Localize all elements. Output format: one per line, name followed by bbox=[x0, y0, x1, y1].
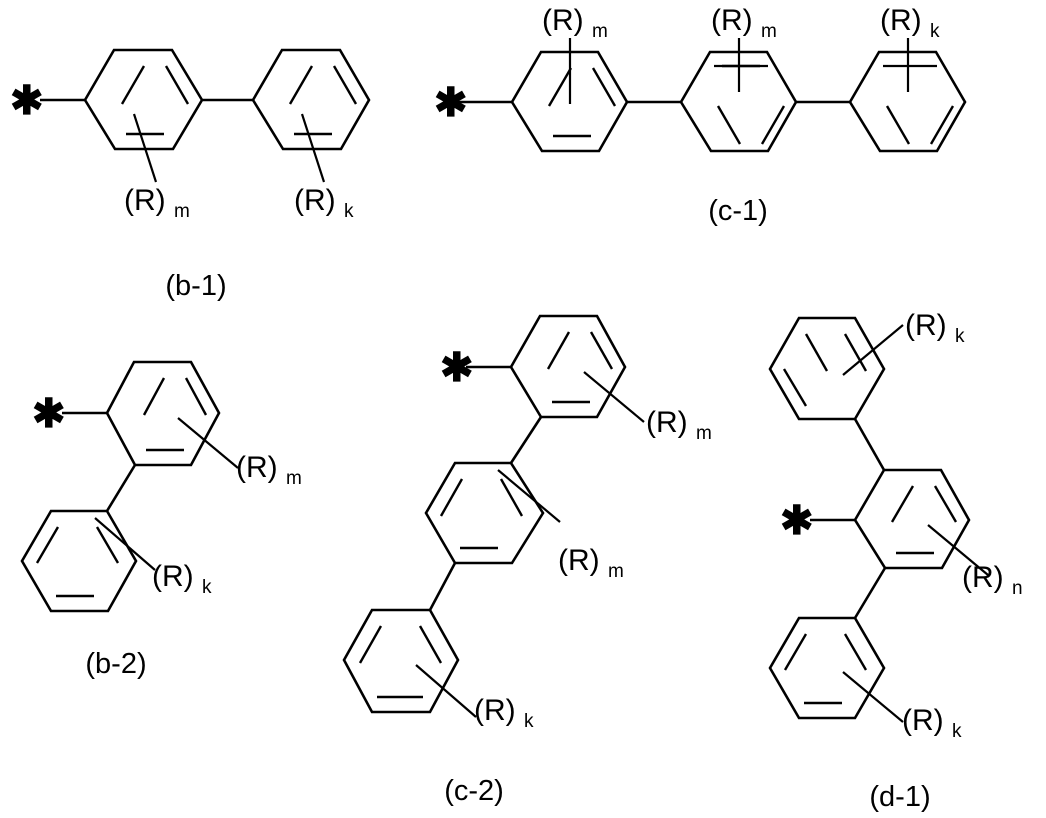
substituent-subscript-c2-2: m bbox=[608, 561, 624, 582]
caption-c-2: (c-2) bbox=[444, 775, 504, 807]
substituent-label-c2-2: (R) bbox=[558, 544, 600, 577]
double-bond-b2-1-a bbox=[142, 377, 166, 416]
substituent-label-b2-2: (R) bbox=[152, 560, 194, 593]
substituent-line-c2-1 bbox=[583, 371, 645, 423]
substituent-subscript-b1-1: m bbox=[174, 201, 190, 222]
double-bond-c2-3-b bbox=[358, 625, 383, 664]
double-bond-d1-3-b bbox=[783, 633, 808, 671]
substituent-subscript-c1-3: k bbox=[930, 21, 940, 42]
caption-d-1: (d-1) bbox=[869, 781, 930, 813]
substituent-subscript-d1-2: n bbox=[1012, 578, 1023, 599]
substituent-subscript-c1-1: m bbox=[592, 21, 608, 42]
attachment-star-c1: ✱ bbox=[434, 81, 468, 125]
substituent-label-b2-1: (R) bbox=[236, 451, 278, 484]
substituent-subscript-c2-3: k bbox=[524, 711, 534, 732]
substituent-label-c1-2: (R) bbox=[711, 4, 753, 37]
benzene-ring-c1-3 bbox=[848, 50, 967, 153]
double-bond-c1-3-a bbox=[885, 105, 911, 145]
benzene-ring-d1-1 bbox=[768, 316, 886, 421]
double-bond-c1-1-a bbox=[547, 67, 573, 107]
double-bond-d1-3-a bbox=[843, 633, 868, 671]
substituent-line-b1-1 bbox=[132, 113, 158, 183]
substituent-subscript-b1-2: k bbox=[344, 201, 354, 222]
double-bond-c1-2-b bbox=[760, 105, 786, 145]
double-bond-d1-1-c bbox=[782, 368, 808, 407]
substituent-line-d1-1 bbox=[842, 324, 904, 376]
double-bond-c2-2-a bbox=[499, 478, 524, 517]
biaryl-bond-d1-b bbox=[853, 567, 887, 619]
benzene-ring-c2-3 bbox=[342, 608, 460, 714]
attachment-star-b2: ✱ bbox=[32, 392, 66, 436]
structure-c-1: ✱ (R) m (R) m (R) k (c-1) bbox=[434, 4, 967, 227]
double-bond-b1-1-b bbox=[164, 65, 190, 105]
substituent-line-b2-2 bbox=[94, 517, 156, 571]
double-bond-b2-2-a bbox=[95, 526, 120, 564]
biaryl-bond-c2-a bbox=[509, 416, 543, 464]
double-bond-d1-2-a bbox=[890, 485, 915, 523]
double-bond-c2-1-a bbox=[546, 331, 571, 370]
substituent-label-d1-1: (R) bbox=[905, 309, 947, 342]
substituent-label-c1-3: (R) bbox=[880, 4, 922, 37]
double-bond-d1-1-a bbox=[804, 333, 829, 372]
substituent-subscript-c1-2: m bbox=[761, 21, 777, 42]
double-bond-c1-2-a bbox=[716, 105, 742, 145]
structure-b-1: ✱ (R) m (R) k (b-1) bbox=[10, 48, 371, 302]
substituent-subscript-b2-2: k bbox=[202, 577, 212, 598]
double-bond-c2-2-b bbox=[439, 478, 464, 517]
structure-b-2: ✱ (R) m (R) k (b-2) bbox=[20, 360, 302, 680]
double-bond-b1-1-a bbox=[120, 65, 146, 105]
benzene-ring-b1-2 bbox=[251, 48, 371, 151]
substituent-subscript-b2-1: m bbox=[286, 468, 302, 489]
substituent-line-b2-1 bbox=[177, 417, 239, 469]
substituent-line-d1-3 bbox=[842, 671, 904, 723]
substituent-label-c2-3: (R) bbox=[474, 694, 516, 727]
substituent-subscript-d1-1: k bbox=[955, 326, 965, 347]
caption-c-1: (c-1) bbox=[708, 195, 768, 227]
structure-d-1: ✱ (R) k (R) n (R) k (d-1) bbox=[768, 309, 1023, 813]
substituent-subscript-d1-3: k bbox=[952, 721, 962, 742]
caption-b-1: (b-1) bbox=[165, 270, 226, 302]
structure-c-2: ✱ (R) m (R) m (R) k (c-2) bbox=[342, 314, 712, 807]
double-bond-b1-2-a bbox=[288, 65, 314, 105]
biaryl-bond-c2-b bbox=[428, 562, 457, 611]
biaryl-bond-d1-a bbox=[853, 418, 886, 471]
substituent-line-c2-3 bbox=[415, 664, 477, 718]
attachment-star-d1: ✱ bbox=[780, 499, 814, 543]
double-bond-c2-1-b bbox=[589, 331, 614, 370]
substituent-label-d1-2: (R) bbox=[962, 561, 1004, 594]
substituent-label-c2-1: (R) bbox=[646, 406, 688, 439]
substituent-label-c1-1: (R) bbox=[542, 4, 584, 37]
double-bond-d1-1-b bbox=[843, 333, 868, 372]
double-bond-d1-2-b bbox=[933, 485, 958, 523]
benzene-ring-b2-2 bbox=[20, 509, 138, 613]
double-bond-c1-3-b bbox=[929, 105, 955, 145]
double-bond-b2-2-b bbox=[35, 526, 60, 564]
substituent-line-d1-2 bbox=[927, 524, 989, 576]
substituent-subscript-c2-1: m bbox=[696, 423, 712, 444]
double-bond-b2-1-b bbox=[184, 377, 208, 416]
biaryl-bond-b2 bbox=[105, 464, 137, 512]
substituent-label-d1-3: (R) bbox=[902, 704, 944, 737]
substituent-label-b1-1: (R) bbox=[124, 184, 166, 217]
substituent-line-b1-2 bbox=[300, 113, 326, 183]
caption-b-2: (b-2) bbox=[85, 648, 146, 680]
attachment-star-c2: ✱ bbox=[440, 346, 474, 390]
attachment-star-b1: ✱ bbox=[10, 79, 44, 123]
double-bond-c1-1-b bbox=[591, 67, 617, 107]
double-bond-b1-2-b bbox=[332, 65, 358, 105]
substituent-line-c2-2 bbox=[497, 469, 561, 523]
benzene-ring-d1-3 bbox=[768, 616, 886, 720]
substituent-label-b1-2: (R) bbox=[294, 184, 336, 217]
double-bond-c2-3-a bbox=[418, 625, 443, 664]
